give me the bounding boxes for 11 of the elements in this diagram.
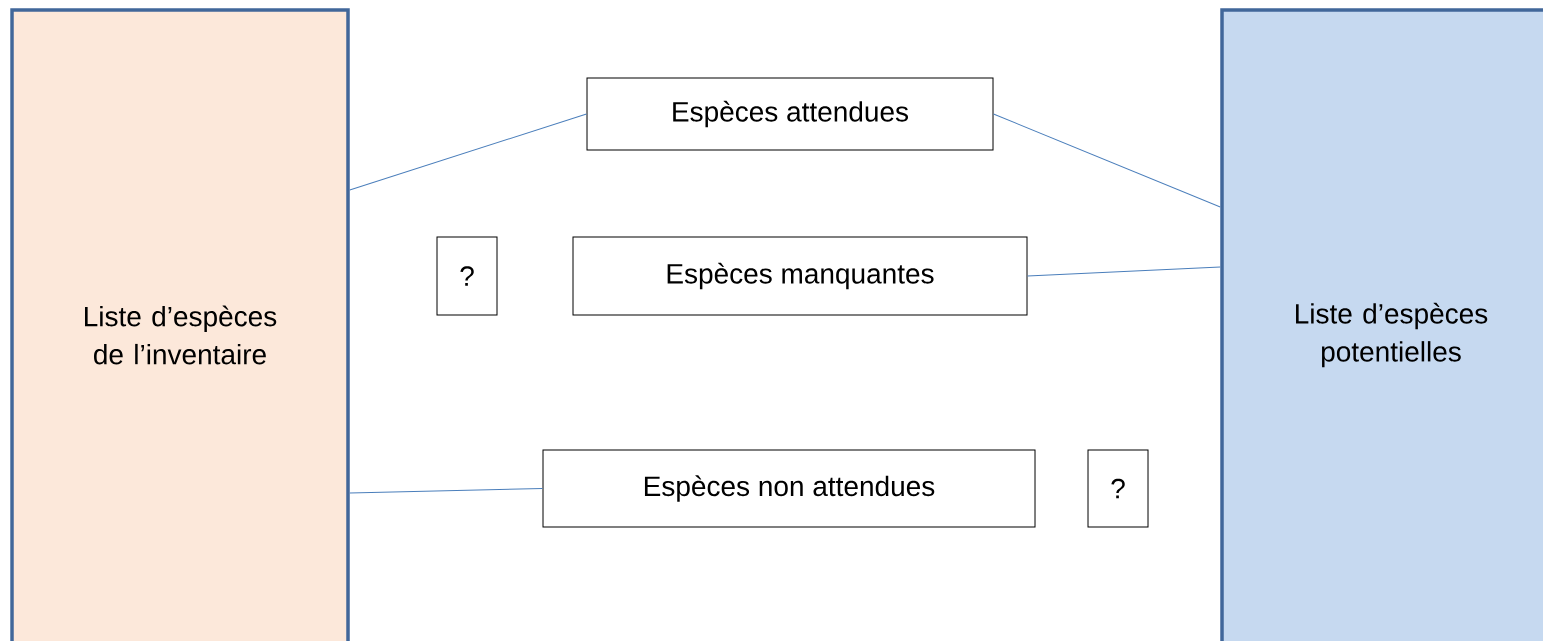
label-box: Espèces attendues [586, 77, 994, 151]
label-box: ? [1087, 449, 1149, 528]
list-panel: Liste d’espèces de l’inventaire [10, 8, 350, 641]
label-box: Espèces non attendues [542, 449, 1036, 528]
connector-line [1027, 266, 1221, 277]
connector-line [349, 488, 543, 494]
label-box: ? [436, 236, 498, 316]
connector-line [349, 113, 587, 191]
connector-line [993, 113, 1221, 208]
label-box: Espèces manquantes [572, 236, 1028, 316]
list-panel: Liste d’espèces potentielles [1220, 8, 1543, 641]
